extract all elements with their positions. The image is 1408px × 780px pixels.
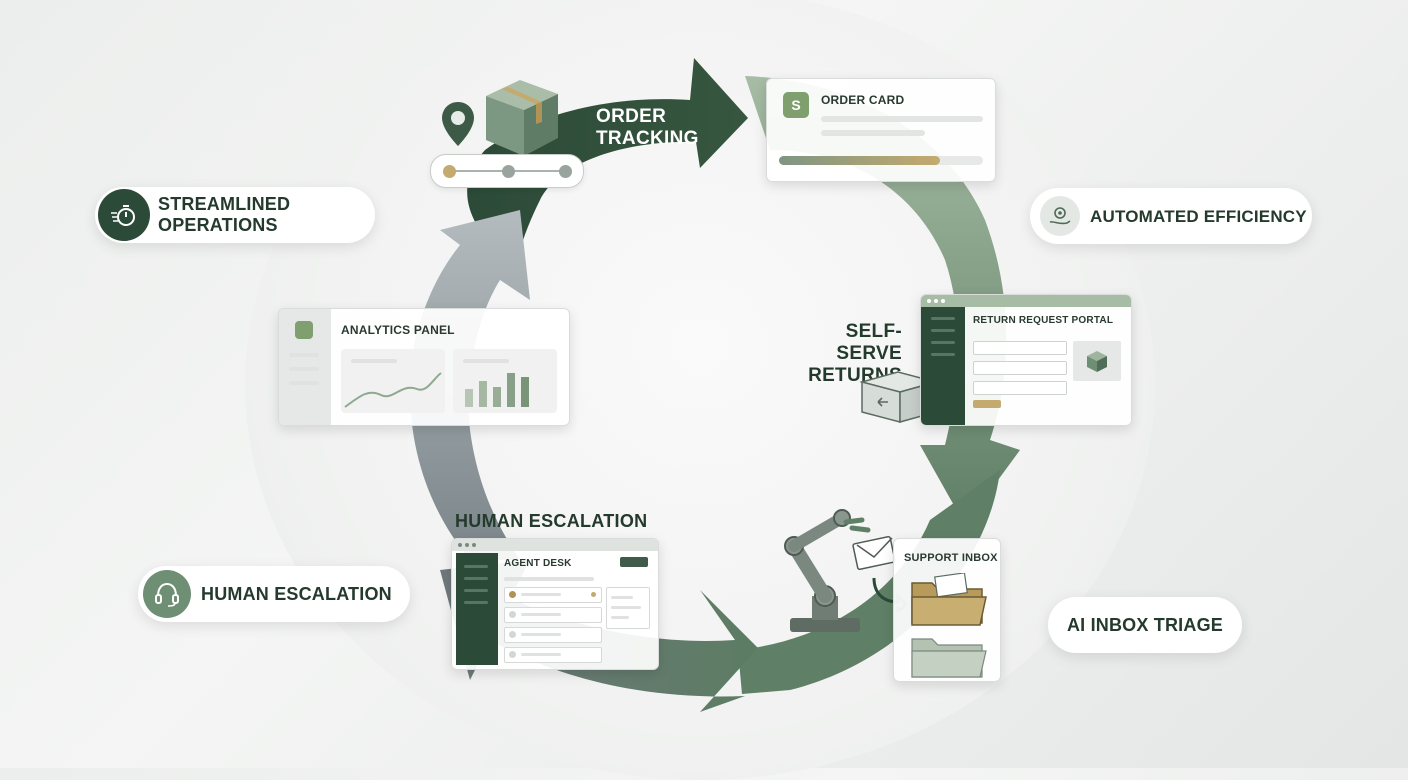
bar-chart-widget bbox=[453, 349, 557, 413]
folder-icon bbox=[911, 573, 987, 626]
order-tracking-label: ORDER TRACKING bbox=[596, 106, 699, 149]
human-escalation-flow-label: HUMAN ESCALATION bbox=[455, 511, 648, 531]
ai-inbox-triage-label: AI INBOX TRIAGE bbox=[1066, 614, 1223, 635]
folder-icon bbox=[911, 638, 987, 678]
envelope-icon bbox=[852, 535, 896, 571]
ticket-row[interactable] bbox=[504, 607, 602, 623]
support-inbox-title: SUPPORT INBOX bbox=[904, 552, 998, 564]
order-progress-bar bbox=[779, 156, 983, 165]
stopwatch-icon bbox=[98, 189, 150, 241]
ai-inbox-triage-pill: AI INBOX TRIAGE bbox=[1048, 597, 1242, 653]
arrow-order-tracking bbox=[467, 58, 748, 268]
agent-desk-action-button[interactable] bbox=[620, 557, 648, 567]
arrow-inbox bbox=[738, 470, 1000, 694]
shopify-bag-icon: S bbox=[783, 92, 809, 118]
self-serve-returns-label: SELF-SERVE RETURNS bbox=[808, 321, 902, 386]
robot-arm-icon bbox=[784, 509, 871, 632]
streamlined-operations-pill: STREAMLINED OPERATIONS bbox=[95, 187, 375, 243]
agent-desk[interactable]: AGENT DESK bbox=[451, 538, 659, 670]
ticket-row[interactable] bbox=[504, 587, 602, 603]
human-escalation-pill-label: HUMAN ESCALATION bbox=[201, 583, 392, 604]
streamlined-line-2: OPERATIONS bbox=[158, 215, 278, 235]
return-submit-button[interactable] bbox=[973, 400, 1001, 408]
analytics-panel[interactable]: ANALYTICS PANEL bbox=[278, 308, 570, 426]
shopify-bag-icon bbox=[295, 321, 313, 339]
streamlined-line-1: STREAMLINED bbox=[158, 194, 291, 214]
human-escalation-pill: HUMAN ESCALATION bbox=[138, 566, 410, 622]
return-item-thumbnail bbox=[1073, 341, 1121, 381]
order-card-title: ORDER CARD bbox=[821, 93, 905, 107]
gear-hand-icon bbox=[1040, 196, 1080, 236]
return-field-1[interactable] bbox=[973, 341, 1067, 355]
location-pin-icon bbox=[442, 102, 474, 146]
analytics-panel-title: ANALYTICS PANEL bbox=[341, 323, 455, 337]
automated-efficiency-label: AUTOMATED EFFICIENCY bbox=[1090, 206, 1307, 226]
arrow-analytics bbox=[410, 210, 530, 560]
order-card[interactable]: S ORDER CARD bbox=[766, 78, 996, 182]
headset-icon bbox=[143, 570, 191, 618]
arrow-returns bbox=[745, 76, 1020, 525]
ticket-row[interactable] bbox=[504, 627, 602, 643]
package-icon bbox=[486, 80, 558, 156]
tracking-progress bbox=[430, 154, 584, 188]
return-portal-title: RETURN REQUEST PORTAL bbox=[973, 315, 1114, 326]
return-request-portal[interactable]: RETURN REQUEST PORTAL bbox=[920, 294, 1132, 426]
ticket-row[interactable] bbox=[504, 647, 602, 663]
agent-desk-title: AGENT DESK bbox=[504, 558, 572, 569]
automated-efficiency-pill: AUTOMATED EFFICIENCY bbox=[1030, 188, 1312, 244]
support-inbox[interactable]: SUPPORT INBOX bbox=[893, 538, 1001, 682]
return-field-2[interactable] bbox=[973, 361, 1067, 375]
ticket-detail-pane bbox=[606, 587, 650, 629]
line-chart-widget bbox=[341, 349, 445, 413]
return-field-3[interactable] bbox=[973, 381, 1067, 395]
